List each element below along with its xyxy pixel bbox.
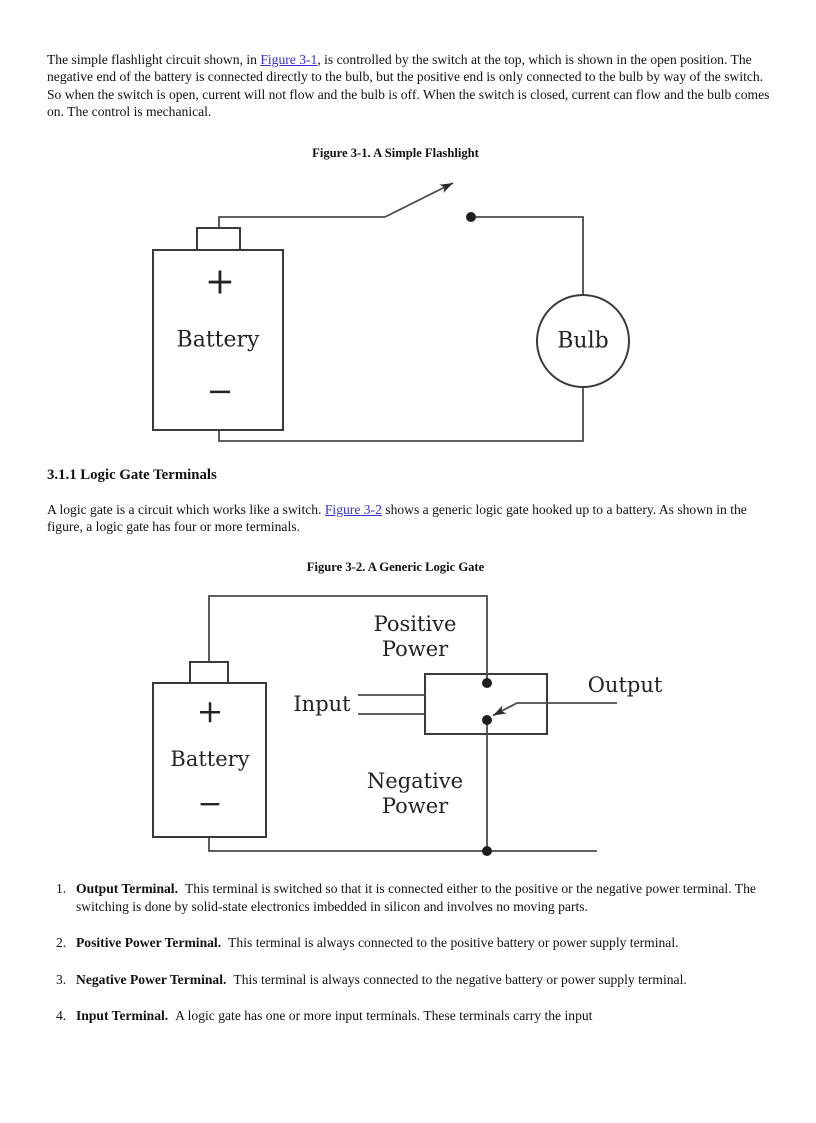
section-heading: 3.1.1 Logic Gate Terminals bbox=[47, 466, 217, 483]
list-item-term: Positive Power Terminal. bbox=[76, 935, 222, 951]
figure-3-1-link[interactable]: Figure 3-1 bbox=[260, 52, 318, 67]
list-item-description: A logic gate has one or more input termi… bbox=[175, 1008, 593, 1024]
logic-gate-circuit-drawing bbox=[152, 595, 617, 857]
list-item-negative-power-terminal: 3. Negative Power Terminal. This terminal… bbox=[47, 971, 770, 988]
battery-minus-label: − bbox=[197, 786, 223, 822]
list-item-output-terminal: 1. Output Terminal.This terminal is swit… bbox=[47, 880, 770, 915]
list-item-number: 4. bbox=[56, 1008, 67, 1024]
positive-terminal-dot bbox=[482, 678, 492, 689]
intro-paragraph: The simple flashlight circuit shown, in … bbox=[47, 51, 770, 121]
gate-text-before-link: A logic gate is a circuit which works li… bbox=[47, 501, 325, 517]
list-item-positive-power-terminal: 2. Positive Power Terminal. This terminal… bbox=[47, 934, 770, 951]
list-item-description: This terminal is always connected to the… bbox=[228, 935, 679, 951]
negative-terminal-dot bbox=[482, 715, 492, 726]
flashlight-circuit-drawing bbox=[152, 181, 630, 442]
bulb-label: Bulb bbox=[557, 328, 609, 354]
list-item-number: 2. bbox=[56, 935, 67, 951]
list-item-text: Negative Power Terminal. This terminal is… bbox=[76, 971, 770, 988]
wire-to-bulb bbox=[476, 215, 584, 296]
battery-minus-label: − bbox=[206, 371, 234, 410]
switch-arrowhead-icon bbox=[439, 182, 453, 193]
terminal-ordered-list: 1. Output Terminal.This terminal is swit… bbox=[47, 880, 770, 1024]
intro-text-before-link: The simple flashlight circuit shown, in bbox=[47, 52, 261, 67]
list-item-number: 3. bbox=[56, 971, 67, 987]
negative-return-wire bbox=[218, 386, 584, 442]
list-item-term: Negative Power Terminal. bbox=[76, 971, 227, 987]
output-arrowhead-icon bbox=[493, 705, 507, 716]
intro-text-after-link: , is controlled by the switch at the top… bbox=[47, 52, 770, 120]
switch-lever bbox=[384, 181, 454, 218]
switch-contact-dot bbox=[466, 211, 476, 222]
gate-text-after-link: shows a generic logic gate hooked up to … bbox=[47, 501, 747, 535]
bulb-circle bbox=[536, 293, 630, 388]
figure-3-1-caption: Figure 3-1. A Simple Flashlight bbox=[312, 145, 479, 160]
input-label: Input bbox=[293, 692, 351, 717]
battery-outline bbox=[152, 248, 284, 431]
battery-terminal-cap bbox=[196, 226, 241, 251]
logic-gate-paragraph: A logic gate is a circuit which works li… bbox=[47, 501, 770, 536]
list-item-description: This terminal is always connected to the… bbox=[233, 971, 687, 987]
figure-3-2-link[interactable]: Figure 3-2 bbox=[324, 501, 382, 517]
positive-power-wire bbox=[208, 595, 488, 684]
list-item-text: Input Terminal. A logic gate has one or m… bbox=[76, 1007, 770, 1024]
figure-3-2-diagram: + Battery − Positive Power Input Output … bbox=[140, 584, 680, 874]
battery-label: Battery bbox=[176, 327, 260, 353]
negative-rail-wire bbox=[208, 836, 597, 853]
battery-outline bbox=[152, 682, 267, 839]
battery-plus-label: + bbox=[204, 261, 236, 303]
list-item-text: Output Terminal.This terminal is switche… bbox=[76, 880, 770, 915]
positive-wire-top bbox=[218, 215, 385, 228]
list-item-number: 1. bbox=[56, 881, 67, 897]
output-label: Output bbox=[587, 673, 663, 698]
list-item-input-terminal: 4. Input Terminal. A logic gate has one o… bbox=[47, 1007, 770, 1024]
battery-plus-label: + bbox=[196, 692, 224, 731]
negative-power-label: Negative Power bbox=[366, 769, 464, 819]
battery-label: Battery bbox=[170, 747, 250, 772]
figure-3-2-caption: Figure 3-2. A Generic Logic Gate bbox=[306, 560, 485, 575]
list-item-description: This terminal is switched so that it is … bbox=[76, 881, 756, 914]
positive-power-label: Positive Power bbox=[373, 612, 457, 662]
battery-terminal-cap bbox=[189, 661, 229, 685]
list-item-term: Input Terminal. bbox=[76, 1008, 169, 1024]
list-item-text: Positive Power Terminal. This terminal is… bbox=[76, 934, 770, 951]
figure-3-1-diagram: + Battery − Bulb bbox=[140, 170, 680, 450]
list-item-term: Output Terminal. bbox=[76, 881, 178, 897]
negative-rail-dot bbox=[482, 846, 492, 857]
